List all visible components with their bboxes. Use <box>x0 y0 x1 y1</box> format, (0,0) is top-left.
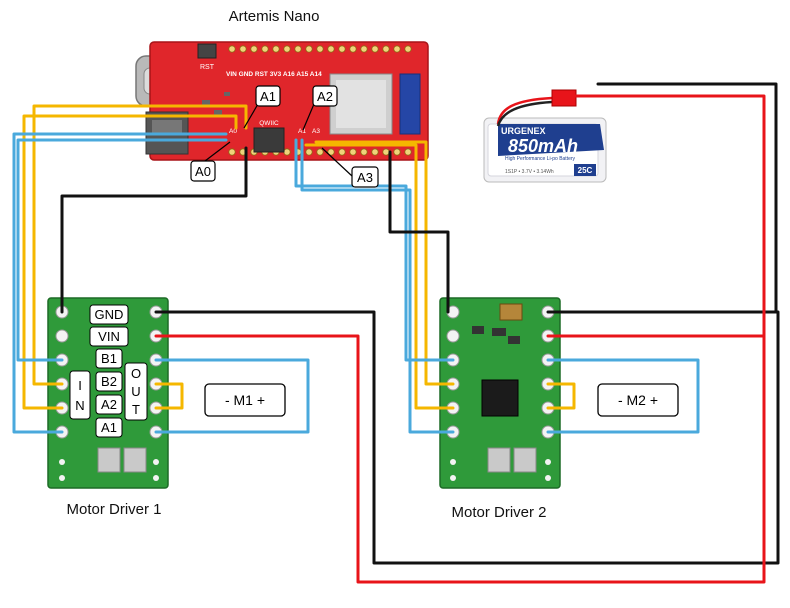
callout-a2-text: A2 <box>317 89 333 104</box>
label-gnd: GND <box>95 307 124 322</box>
label-in-i: I <box>78 378 82 393</box>
wires-yellow <box>22 104 576 410</box>
wires <box>12 82 780 584</box>
callout-a1 <box>255 85 281 107</box>
motor-driver-2-board <box>439 297 561 489</box>
qwiic-connector <box>253 127 285 153</box>
callout-a0 <box>190 160 216 182</box>
silk-pin-row: VIN GND RST 3V3 A16 A15 A14 <box>226 71 322 78</box>
antenna <box>399 73 421 135</box>
battery-rating: 25C <box>578 166 593 175</box>
lipo-battery: URGENEX 850mAh High Performance Li-po Ba… <box>483 89 607 183</box>
label-vin: VIN <box>98 329 120 344</box>
label-a2: A2 <box>101 397 117 412</box>
silk-rst: RST <box>200 64 215 71</box>
artemis-nano-board: RST VIN GND RST 3V3 A16 A15 A14 QWIIC A0… <box>135 41 429 161</box>
callout-a0-text: A0 <box>195 164 211 179</box>
callout-a2 <box>312 85 338 107</box>
driver2-ic <box>481 379 519 417</box>
battery-capacity: 850mAh <box>508 136 578 156</box>
wires-blue <box>12 132 700 434</box>
silk-qwiic: QWIIC <box>259 120 279 127</box>
label-b2: B2 <box>101 374 117 389</box>
label-out-t: T <box>132 402 140 417</box>
driver1-pcb <box>47 297 169 489</box>
motor-m2-label: - M2 + <box>618 392 658 408</box>
callout-a1-text: A1 <box>260 89 276 104</box>
label-out-o: O <box>131 366 141 381</box>
label-in-box <box>69 370 91 420</box>
motor-m1: - M1 + <box>204 383 286 417</box>
artemis-title: Artemis Nano <box>229 8 320 25</box>
motor-m1-label: - M1 + <box>225 392 265 408</box>
label-out-u: U <box>131 384 140 399</box>
motor-driver-1-board <box>47 297 169 489</box>
reset-button <box>197 43 217 59</box>
motor-m1-box <box>204 383 286 417</box>
label-in-n: N <box>75 398 84 413</box>
pin-callouts: A0 A1 A2 A3 <box>190 85 379 188</box>
driver1-title: Motor Driver 1 <box>66 501 161 518</box>
silk-a3: A3 <box>312 128 320 135</box>
callout-a3-text: A3 <box>357 170 373 185</box>
wires-red <box>154 94 766 584</box>
callout-a3 <box>351 166 379 188</box>
driver1-pin-labels: GND VIN B1 B2 A2 A1 I N O U T <box>69 304 148 438</box>
silk-a1: A1 <box>298 128 306 135</box>
battery-subtitle: High Performance Li-po Battery <box>505 156 576 162</box>
motor-m2-box <box>597 383 679 417</box>
battery-brand: URGENEX <box>501 126 546 136</box>
motor-m2: - M2 + <box>597 383 679 417</box>
battery-jst-plug <box>551 89 577 107</box>
label-a1: A1 <box>101 420 117 435</box>
label-out-box <box>124 362 148 421</box>
battery-specs: 1S1P • 3.7V • 3.14Wh <box>505 169 554 175</box>
wires-black <box>60 82 780 565</box>
silk-a0: A0 <box>229 128 237 135</box>
label-b1: B1 <box>101 351 117 366</box>
driver2-title: Motor Driver 2 <box>451 504 546 521</box>
